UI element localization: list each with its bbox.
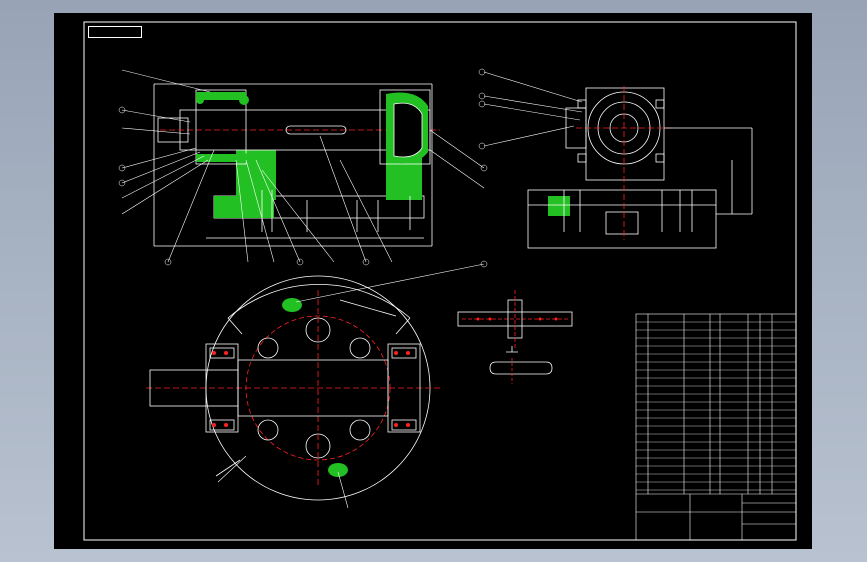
top-bearing-right	[387, 343, 421, 433]
top-view-green	[282, 298, 348, 477]
top-bearing-left	[205, 343, 239, 433]
front-view-leaders	[121, 69, 485, 263]
side-view-leaders	[483, 71, 583, 147]
inner-frame	[83, 21, 797, 541]
parts-list-rows	[636, 321, 796, 491]
parts-list	[635, 313, 797, 541]
top-view	[146, 275, 440, 501]
drawing-sheet[interactable]	[54, 13, 812, 549]
detail-a-dots	[476, 317, 558, 321]
side-view	[527, 86, 753, 249]
keyway	[285, 125, 347, 135]
bearing-left	[195, 89, 247, 165]
shaft-end	[157, 117, 189, 143]
top-view-leaders	[217, 263, 485, 509]
drawing-tab-label	[88, 26, 142, 38]
bearing-right	[379, 89, 431, 165]
front-view-balloons	[118, 106, 488, 266]
front-view	[153, 83, 440, 247]
side-base	[527, 189, 717, 249]
detail-a	[457, 290, 573, 384]
side-view-balloons	[478, 68, 486, 150]
top-view-bolt-dots	[212, 351, 410, 427]
